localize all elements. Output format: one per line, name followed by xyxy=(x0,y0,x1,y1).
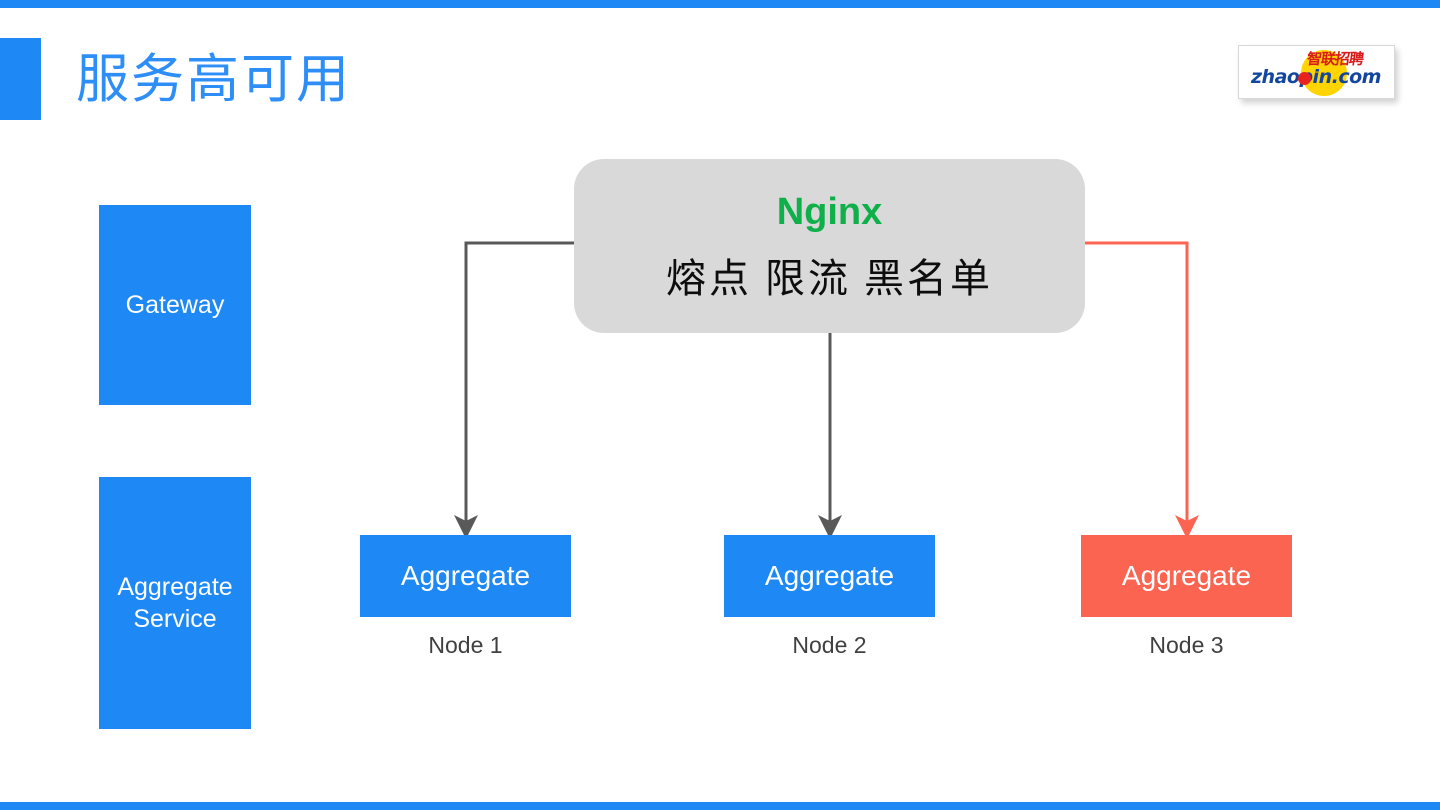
nginx-panel[interactable]: Nginx 熔点 限流 黑名单 xyxy=(574,159,1085,333)
node-caption-2: Node 2 xyxy=(792,632,867,658)
node-box-1[interactable]: Aggregate xyxy=(360,535,571,617)
node-box-label-1: Aggregate xyxy=(400,560,531,591)
aggregate-service-line-1: Aggregate xyxy=(117,573,233,601)
logo-dot-icon xyxy=(1298,72,1311,85)
node-box-label-2: Aggregate xyxy=(764,560,895,591)
connector-nginx-to-node1 xyxy=(454,241,574,539)
title-accent-block xyxy=(0,38,41,120)
node-box-2[interactable]: Aggregate xyxy=(724,535,935,617)
nginx-subtitle: 熔点 限流 黑名单 xyxy=(666,255,993,301)
connector-nginx-to-node3 xyxy=(1085,241,1199,539)
gateway-layer-box[interactable]: Gateway xyxy=(99,205,251,405)
nginx-title: Nginx xyxy=(776,190,883,233)
logo-inner: 智联招聘 zhaopin.com xyxy=(1239,46,1394,98)
gateway-layer-label: Gateway xyxy=(125,290,225,319)
page-title: 服务高可用 xyxy=(76,50,351,109)
aggregate-service-layer-box[interactable]: Aggregate Service xyxy=(99,477,251,729)
aggregate-service-layer-label: Aggregate Service xyxy=(117,571,232,635)
aggregate-service-line-2: Service xyxy=(133,605,217,633)
node-caption-3: Node 3 xyxy=(1149,632,1224,658)
bottom-rule xyxy=(0,802,1440,810)
zhaopin-logo: 智联招聘 zhaopin.com xyxy=(1238,45,1395,99)
top-rule xyxy=(0,0,1440,8)
node-box-label-3: Aggregate xyxy=(1121,560,1252,591)
logo-english-text: zhaopin.com xyxy=(1251,66,1381,88)
node-caption-1: Node 1 xyxy=(428,632,503,658)
node-box-3[interactable]: Aggregate xyxy=(1081,535,1292,617)
